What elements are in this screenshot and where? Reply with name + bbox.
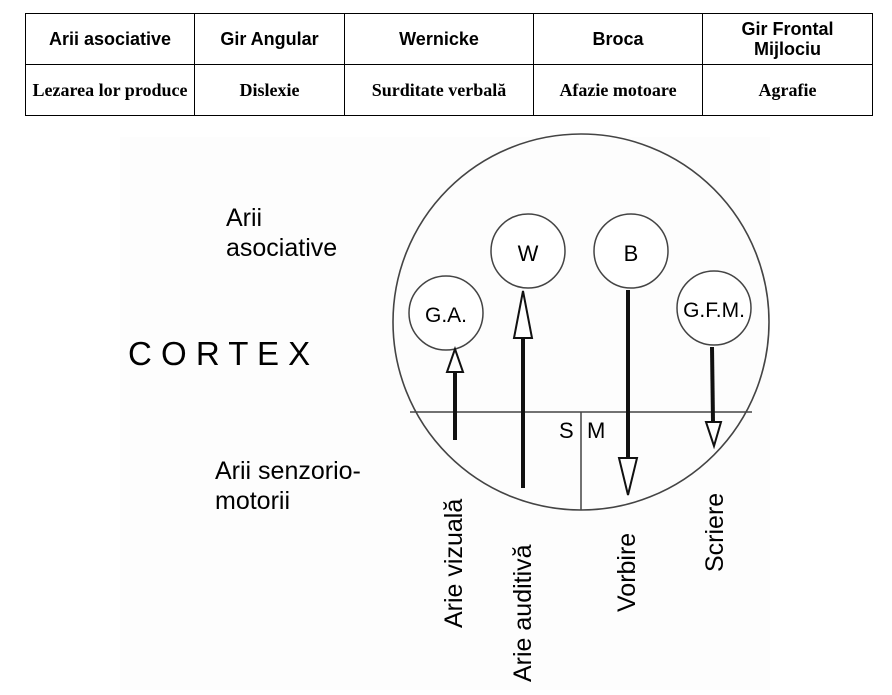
header-broca: Broca bbox=[533, 13, 703, 65]
frontal-gyrus-circle bbox=[676, 270, 752, 346]
association-areas-table: Arii asociative Gir Angular Wernicke Bro… bbox=[25, 13, 873, 116]
auditory-area-label: Arie auditivă bbox=[509, 544, 537, 682]
assoc-label-line2: asociative bbox=[226, 234, 337, 262]
header-gir-frontal-mijlociu: Gir Frontal Mijlociu bbox=[702, 13, 873, 65]
frontal-gyrus-label: G.F.M. bbox=[683, 299, 745, 322]
cortex-label: C O R T E X bbox=[128, 335, 310, 372]
speech-arrow-head bbox=[617, 457, 639, 496]
broca-circle bbox=[593, 213, 669, 289]
effect-afazie: Afazie motoare bbox=[533, 64, 703, 116]
broca-label: B bbox=[624, 241, 639, 266]
angular-gyrus-circle bbox=[408, 275, 484, 351]
senso-label-line2: motorii bbox=[215, 487, 290, 515]
table-header-row: Arii asociative Gir Angular Wernicke Bro… bbox=[25, 13, 873, 65]
header-gir-angular: Gir Angular bbox=[194, 13, 345, 65]
writing-arrow-head bbox=[704, 421, 723, 450]
writing-arrow-shaft bbox=[710, 346, 715, 423]
sensory-label: S bbox=[559, 418, 574, 443]
senso-label-line1: Arii senzorio- bbox=[215, 457, 361, 485]
effect-surditate: Surditate verbală bbox=[344, 64, 534, 116]
effect-lezarea: Lezarea lor produce bbox=[25, 64, 195, 116]
angular-gyrus-label: G.A. bbox=[425, 304, 467, 327]
auditory-arrow-head bbox=[512, 290, 534, 339]
motor-label: M bbox=[587, 418, 605, 443]
visual-arrow-head bbox=[445, 345, 465, 373]
header-arii-asociative: Arii asociative bbox=[25, 13, 195, 65]
table-effects-row: Lezarea lor produce Dislexie Surditate v… bbox=[25, 64, 873, 116]
visual-area-label: Arie vizuală bbox=[440, 499, 468, 628]
speech-label: Vorbire bbox=[613, 533, 641, 612]
effect-agrafie: Agrafie bbox=[702, 64, 873, 116]
wernicke-label: W bbox=[518, 241, 539, 266]
wernicke-circle bbox=[490, 213, 566, 289]
writing-label: Scriere bbox=[701, 493, 729, 572]
effect-dislexie: Dislexie bbox=[194, 64, 345, 116]
assoc-label-line1: Arii bbox=[226, 204, 262, 232]
